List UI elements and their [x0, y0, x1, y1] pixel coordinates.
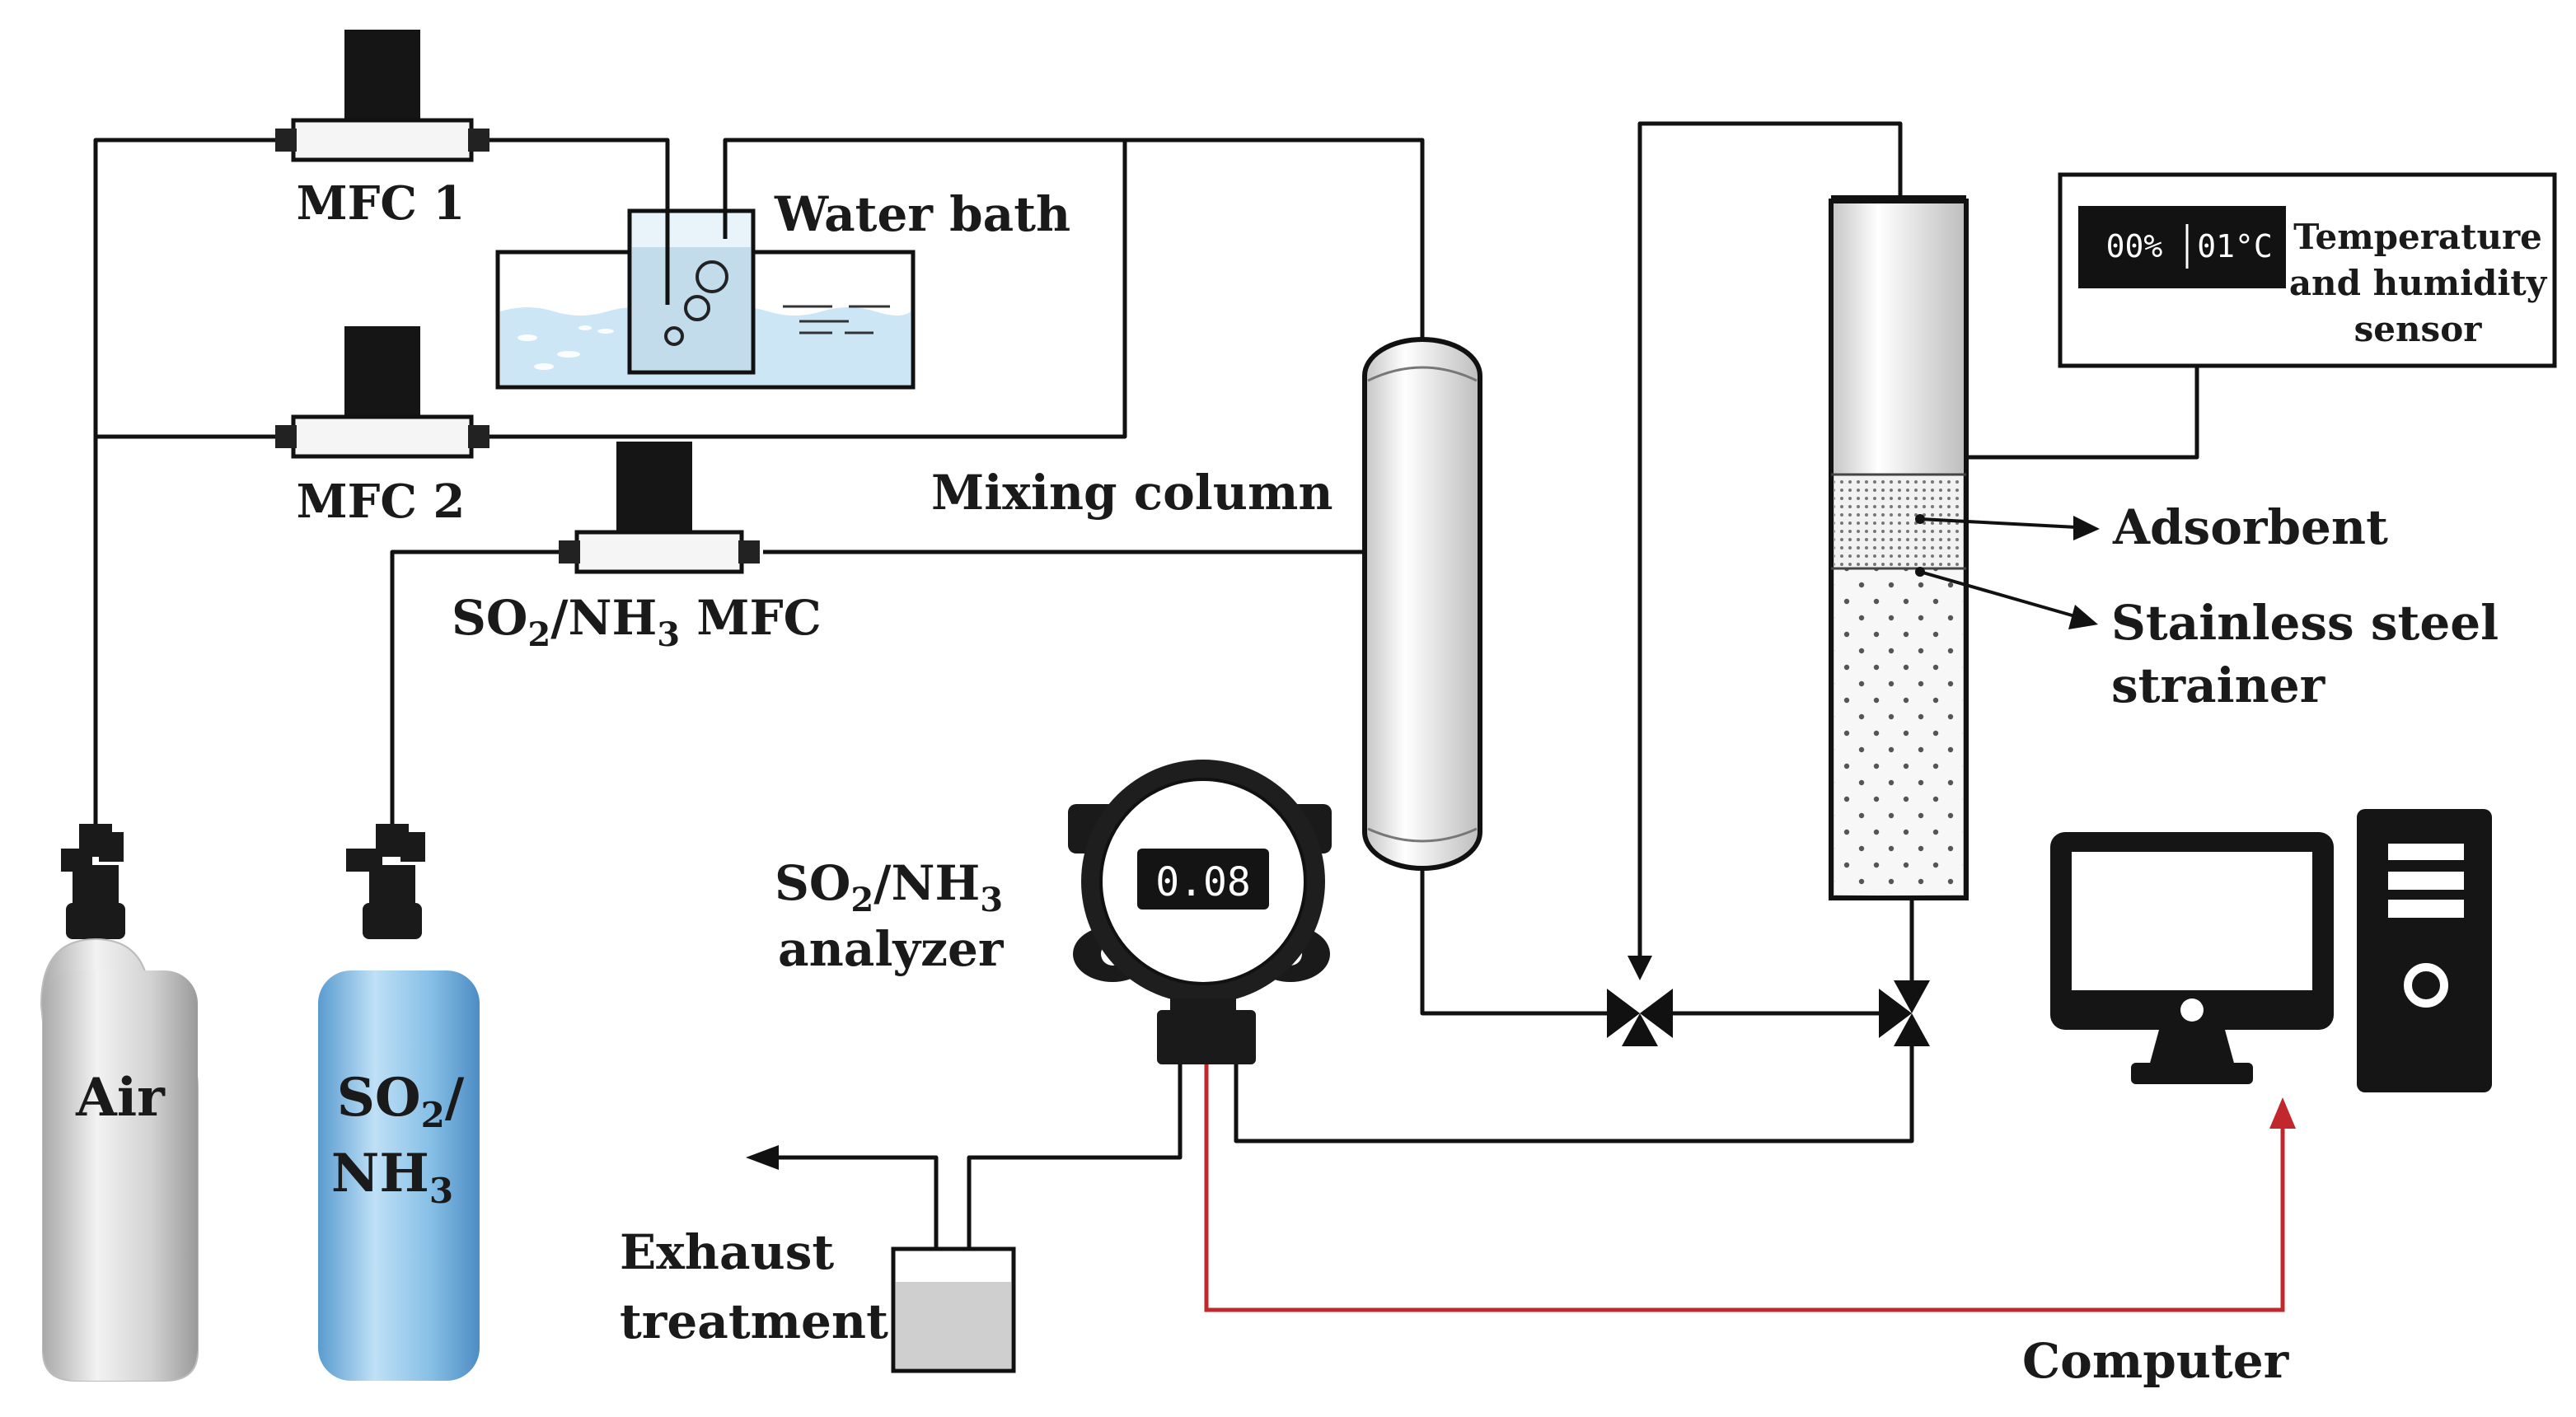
strainer-arrow-head [2068, 605, 2098, 629]
so2-line [390, 549, 569, 824]
sensor-humidity-readout: 00% [2106, 228, 2163, 264]
exhaust-arrow-head [746, 1145, 779, 1170]
so2-mfc-label: SO2/NH3 MFC [452, 590, 822, 654]
mfc-2 [275, 326, 489, 459]
sensor-wire [1966, 367, 2199, 460]
computer-tower [2357, 809, 2492, 1092]
sensor-label-line2: and humidity [2289, 263, 2548, 303]
exhaust-label-line2: treatment [620, 1293, 888, 1349]
computer-label: Computer [2022, 1333, 2290, 1389]
air-main-line [93, 138, 280, 824]
bath-to-mixer-line [1125, 138, 1425, 346]
analyzer-label-line1: SO2/NH3 [775, 855, 1003, 919]
mixing-column-label: Mixing column [931, 465, 1333, 521]
cyl2-sub2: 2 [421, 1095, 445, 1135]
cyl2-slash: / [445, 1067, 465, 1129]
exhaust-beaker [891, 1246, 1016, 1373]
bypass-arrow-head [1628, 956, 1652, 980]
svg-text:SO2/: SO2/ [337, 1067, 465, 1135]
mfc-so2 [559, 442, 760, 574]
so2-nh3-cylinder: SO2/ NH3 [318, 824, 480, 1381]
mfc1-label: MFC 1 [297, 176, 466, 231]
cyl2-nh: NH [331, 1143, 429, 1204]
air-label: Air [75, 1067, 166, 1129]
valve-to-analyzer [1234, 1038, 1914, 1143]
computer-monitor [2050, 832, 2334, 1084]
exhaust-label-line1: Exhaust [620, 1224, 834, 1280]
three-way-valve-1 [1607, 989, 1673, 1046]
so2-nh3-analyzer: 0.08 [1068, 760, 1332, 1064]
strainer-label-line1: Stainless steel [2111, 595, 2499, 651]
sensor-temp-readout: 01°C [2197, 228, 2273, 264]
mfc2-label: MFC 2 [297, 475, 466, 529]
mfc-1 [275, 30, 489, 162]
svg-text:NH3: NH3 [331, 1143, 453, 1211]
water-bath [495, 140, 916, 390]
sensor-label-line3: sensor [2354, 309, 2483, 349]
sensor-label-line1: Temperature [2293, 217, 2542, 257]
analyzer-readout: 0.08 [1155, 859, 1251, 905]
bypass-line [1637, 121, 1903, 968]
strainer-label-line2: strainer [2111, 657, 2326, 713]
signal-line [1204, 1063, 2285, 1312]
adsorbent-arrow-head [2073, 516, 2100, 540]
mixing-column [1362, 337, 1482, 871]
cyl2-so: SO [337, 1067, 421, 1129]
three-way-valve-2 [1879, 980, 1930, 1046]
mixer-to-valves [1420, 869, 1615, 1016]
exhaust-outlet [775, 1155, 939, 1260]
air-cylinder: Air [40, 824, 199, 1382]
temperature-humidity-sensor: 00% 01°C Temperature and humidity sensor [2058, 172, 2557, 368]
water-bath-label: Water bath [774, 186, 1070, 242]
analyzer-label-line2: analyzer [778, 921, 1005, 977]
signal-arrow-head [2269, 1097, 2296, 1129]
cyl2-sub3: 3 [429, 1171, 453, 1211]
adsorption-column [1829, 195, 2100, 900]
adsorbent-label: Adsorbent [2112, 499, 2388, 555]
